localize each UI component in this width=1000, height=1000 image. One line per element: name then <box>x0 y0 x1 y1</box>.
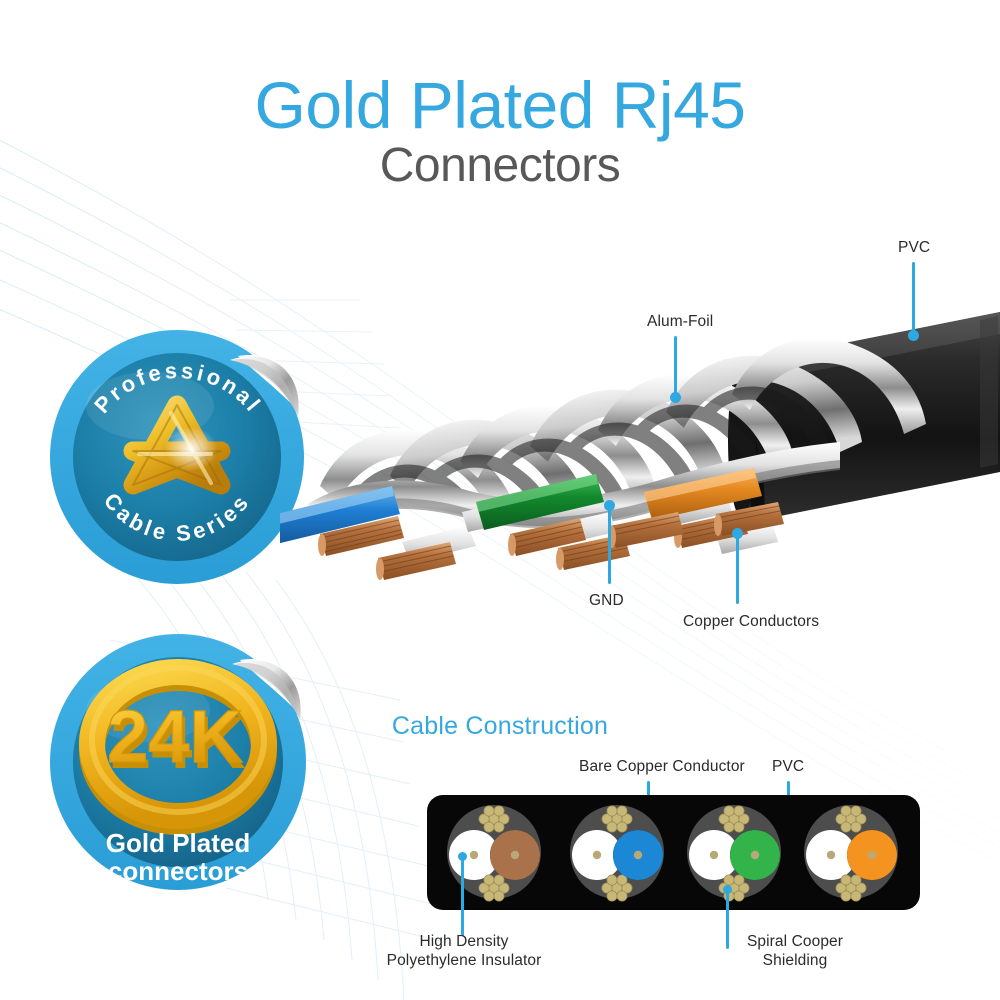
callout-copper-conductors-label: Copper Conductors <box>683 613 820 630</box>
24k-text-shadow: 24K <box>110 701 246 784</box>
sticker-peel-corner-icon <box>232 659 302 720</box>
callout-spiral-shielding-line1: Spiral Cooper <box>746 933 844 950</box>
twisted-pairs <box>280 468 784 580</box>
callout-pvc-label: PVC <box>898 239 931 256</box>
callout-alum-foil-leader <box>674 336 677 398</box>
callout-pvc-dot <box>908 330 919 341</box>
callout-bare-copper-conductor-label: Bare Copper Conductor <box>579 758 745 775</box>
blue-pair <box>280 486 400 544</box>
callout-alum-foil-dot <box>670 392 681 403</box>
cross-section-diagram <box>446 804 899 902</box>
page-title-block: Gold Plated Rj45 Connectors <box>0 68 1000 193</box>
callout-alum-foil-label: Alum-Foil <box>647 313 714 330</box>
24k-coin-icon: 24K 24K <box>79 659 277 835</box>
callout-hd-insulator-label: High Density Polyethylene Insulator <box>375 932 553 971</box>
callout-copper-conductors-leader <box>736 536 739 604</box>
sticker-peel-corner-icon <box>230 355 300 416</box>
cross-section-green <box>686 804 782 902</box>
cutaway-cable-illustration <box>280 312 1000 580</box>
badge-caption-line1: Gold Plated <box>106 828 250 858</box>
badge-caption-line2: connectors <box>108 856 248 886</box>
cross-section-blue <box>569 804 665 902</box>
page-title: Gold Plated Rj45 <box>254 68 746 142</box>
orange-pair <box>644 468 762 520</box>
callout-cc-pvc-label: PVC <box>772 758 805 775</box>
cross-section-orange <box>803 804 899 902</box>
callout-spiral-shielding-leader <box>726 893 729 949</box>
callout-spiral-shielding-line2: Shielding <box>762 952 828 970</box>
callout-gnd-label: GND <box>589 592 624 609</box>
cable-construction-heading: Cable Construction <box>391 712 609 740</box>
badge-24k-gold-plated: 24K 24K Gold Plated connectors <box>42 622 314 902</box>
callout-copper-conductors-dot <box>732 528 743 539</box>
copper-conductors <box>318 502 784 580</box>
callout-hd-insulator-leader <box>461 860 464 936</box>
page-subtitle: Connectors <box>379 139 621 193</box>
24k-text: 24K <box>107 695 243 778</box>
callout-hd-insulator-dot <box>458 852 467 861</box>
callout-hd-insulator-line2: Polyethylene Insulator <box>386 952 542 970</box>
callout-gnd-dot <box>604 500 615 511</box>
callout-gnd-leader <box>608 508 611 584</box>
callout-hd-insulator-line1: High Density <box>419 933 509 950</box>
cross-section-brown <box>446 804 542 902</box>
callout-pvc-leader <box>912 262 915 336</box>
green-pair <box>476 474 604 530</box>
callout-spiral-shielding-dot <box>723 885 732 894</box>
alum-foil-shield <box>308 337 926 530</box>
callout-spiral-shielding-label: Spiral Cooper Shielding <box>730 932 860 971</box>
gold-star-knot-icon <box>123 395 231 495</box>
badge-professional-cable-series: Professional Cable Series <box>42 320 312 590</box>
